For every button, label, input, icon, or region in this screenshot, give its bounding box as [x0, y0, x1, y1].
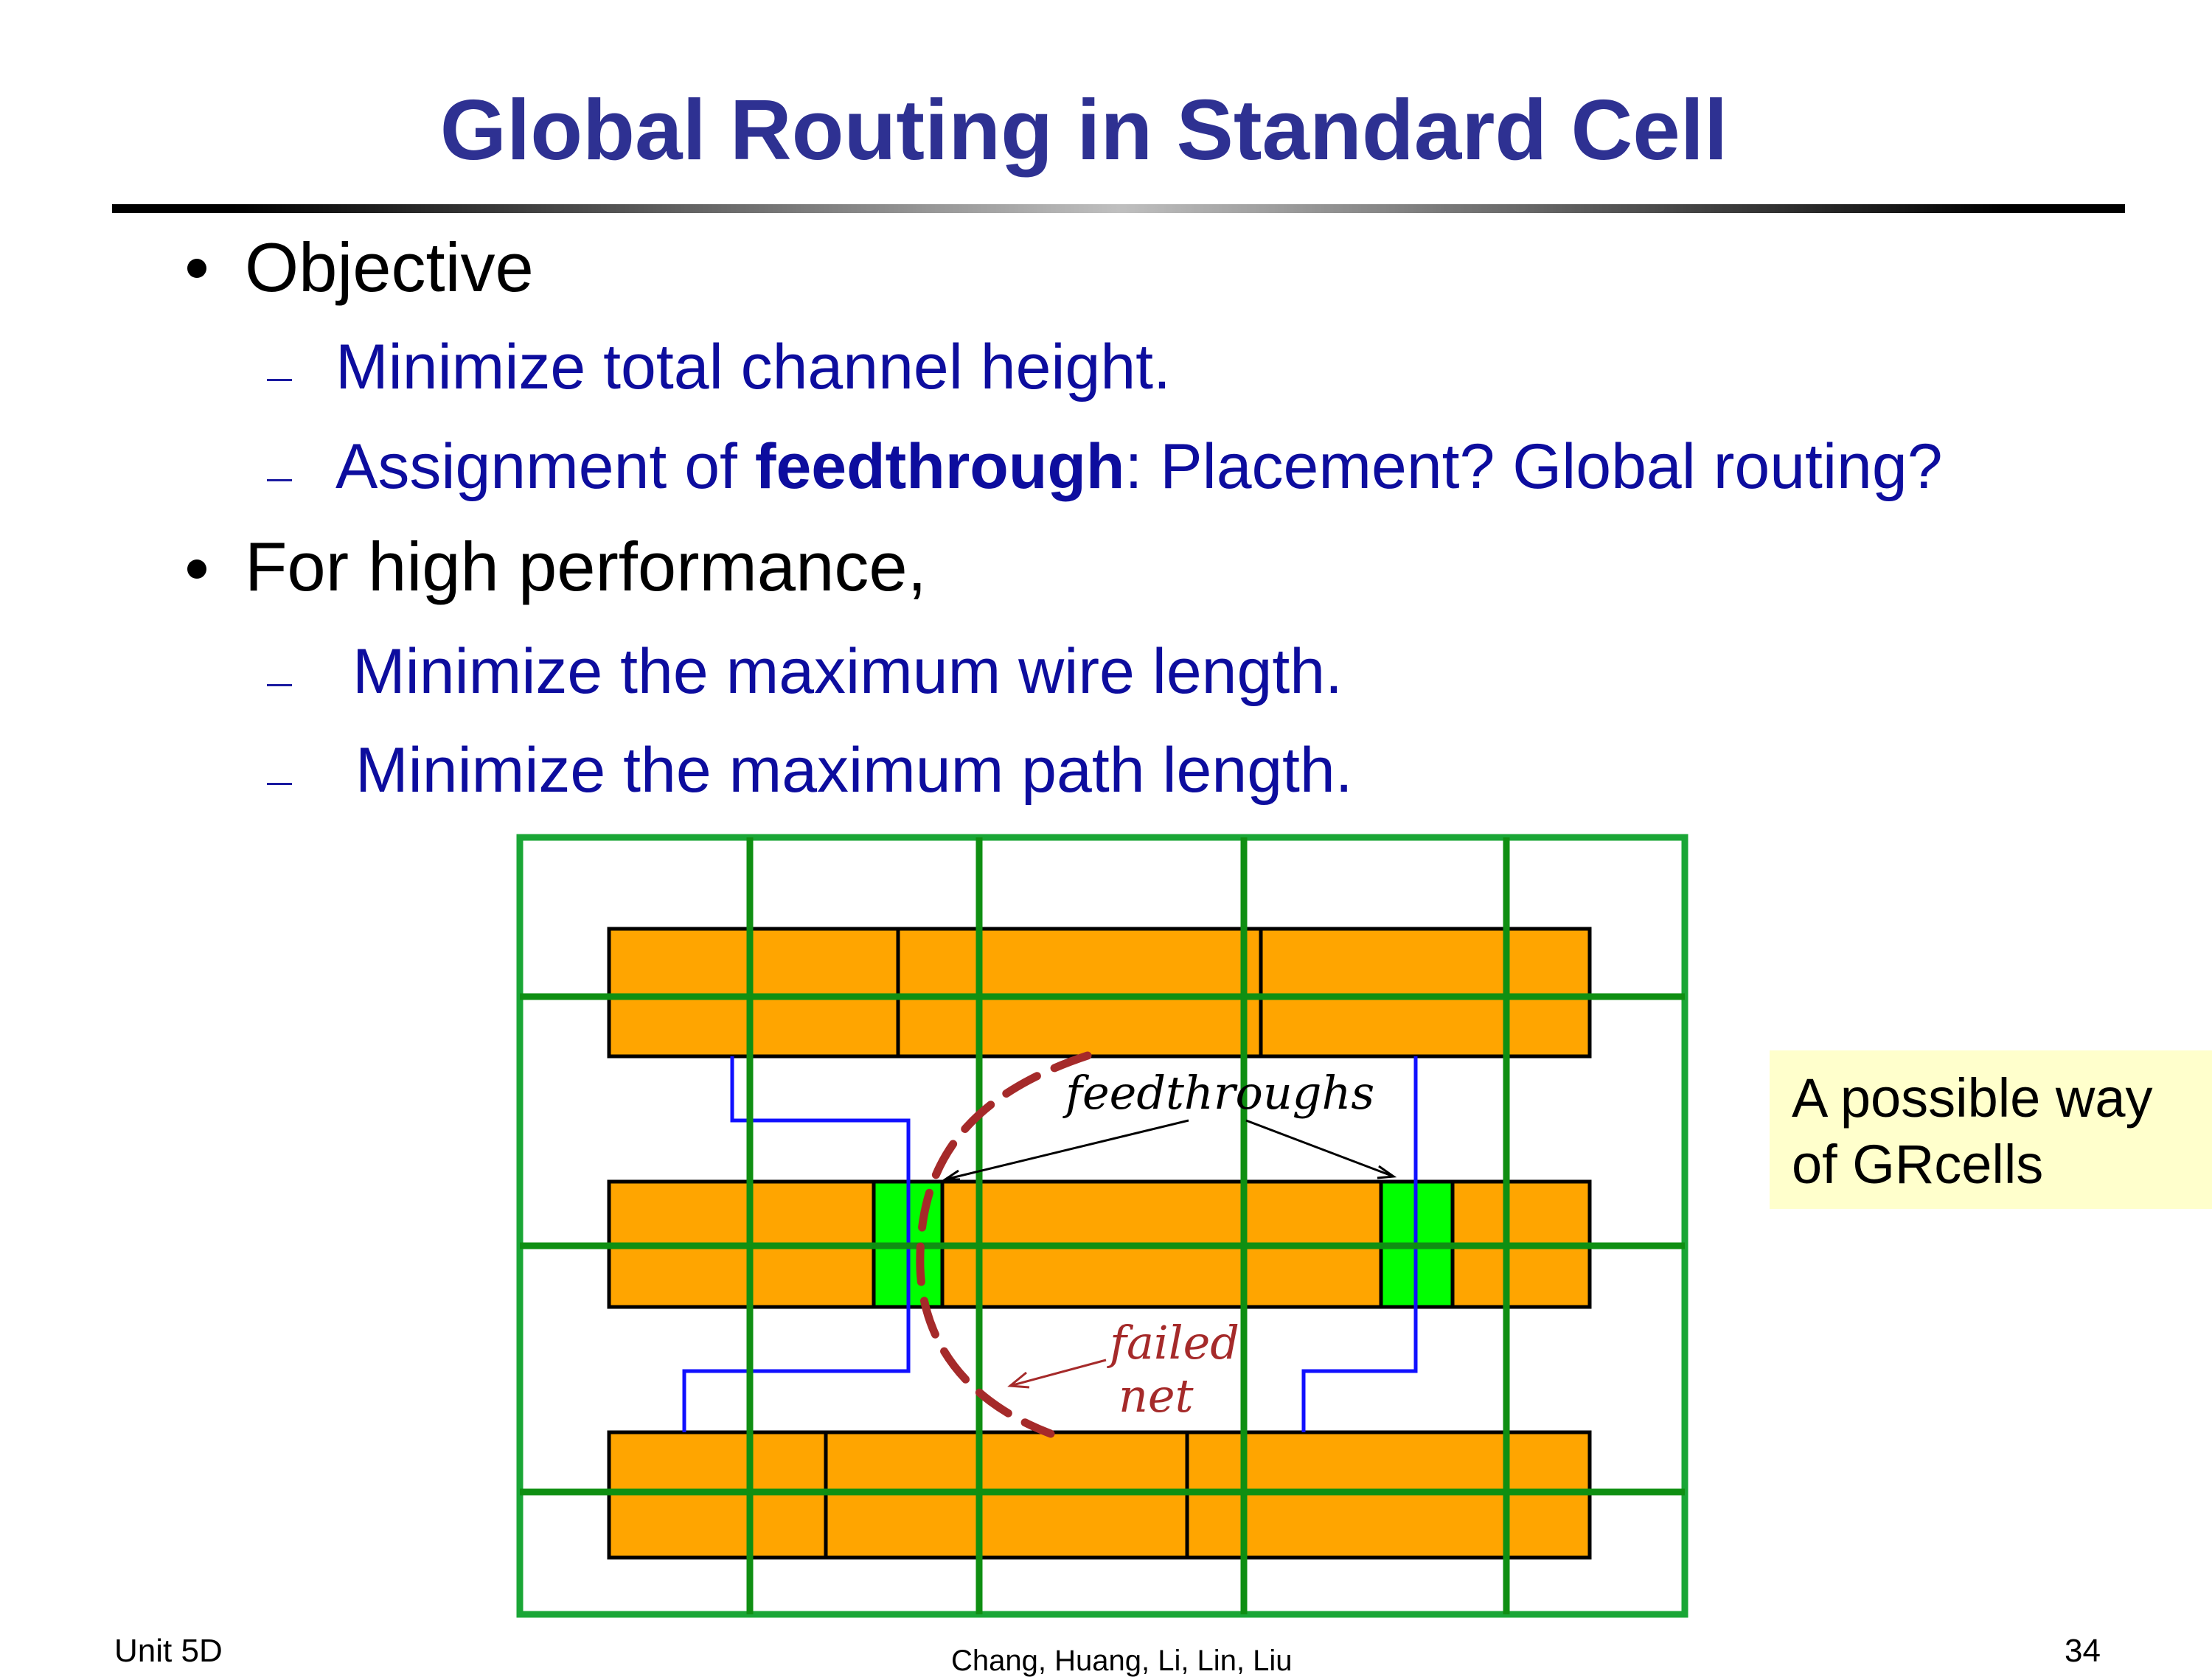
feedthroughs-label: feedthroughs — [1062, 1066, 1374, 1120]
sub-bullet-text: Assignment of — [335, 431, 755, 502]
note-line-2: of GRcells — [1792, 1134, 2044, 1195]
arrow-to-right-feedthrough — [1245, 1119, 1394, 1178]
arrowhead — [942, 1169, 960, 1181]
sub-bullet-text: Minimize the maximum path length. — [355, 735, 1353, 806]
sub-bullet-wire-length: Minimize the maximum wire length. — [352, 640, 1343, 703]
slide-title: Global Routing in Standard Cell — [439, 82, 1728, 178]
title-divider — [112, 204, 2125, 213]
arrow-to-failed-net — [1009, 1359, 1107, 1387]
net-label: net — [1119, 1369, 1194, 1423]
sub-bullet-feedthrough: Assignment of feedthrough: Placement? Gl… — [335, 435, 1943, 498]
failed-net-arrow — [1007, 1359, 1107, 1389]
bullet-dot — [187, 259, 206, 278]
sub-bullet-dash — [267, 684, 292, 686]
sub-bullet-text: Minimize total channel height. — [335, 332, 1171, 402]
sub-bullet-text: Minimize the maximum wire length. — [352, 636, 1343, 707]
sub-bullet-path-length: Minimize the maximum path length. — [355, 739, 1353, 802]
grcell-grid-lines — [520, 837, 1685, 1614]
arrowhead — [1377, 1165, 1397, 1179]
grcell-grid-border — [516, 834, 1688, 1618]
arrowhead — [1007, 1371, 1030, 1389]
bullet-high-performance: For high performance, — [245, 528, 927, 605]
note-line-1: A possible way — [1792, 1067, 2153, 1129]
footer-unit: Unit 5D — [114, 1633, 223, 1669]
bullet-dot — [187, 559, 206, 579]
failed-label: failed — [1107, 1316, 1239, 1370]
cell-row-top-fill — [607, 927, 1592, 1059]
bullet-objective: Objective — [245, 229, 534, 306]
grcells-note: A possible way of GRcells — [1770, 1050, 2212, 1209]
footer-authors: Chang, Huang, Li, Lin, Liu — [951, 1645, 1293, 1677]
sub-bullet-dash — [267, 783, 292, 785]
wire-right — [1301, 1056, 1418, 1432]
arrow-to-left-feedthrough — [945, 1119, 1189, 1181]
sub-bullet-channel-height: Minimize total channel height. — [335, 335, 1171, 399]
bold-term: feedthrough — [754, 431, 1125, 502]
sub-bullet-dash — [267, 379, 292, 381]
failed-net-arc — [916, 1051, 1092, 1438]
sub-bullet-dash — [267, 479, 292, 481]
sub-bullet-text: : Placement? Global routing? — [1124, 431, 1943, 502]
page-number: 34 — [2065, 1633, 2101, 1669]
cell-row-top — [607, 927, 1592, 1059]
grcell-grid — [516, 834, 1688, 1618]
feedthrough-arrows — [942, 1119, 1397, 1181]
